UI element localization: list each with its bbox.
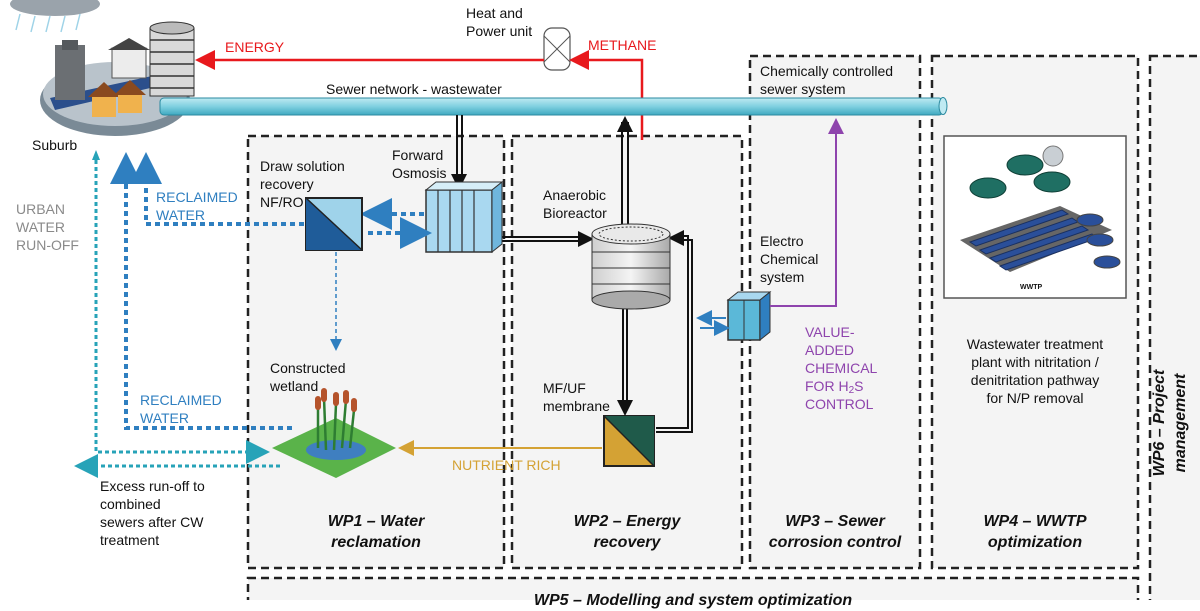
bioreactor-to-sewer-arrow	[621, 122, 629, 225]
wp6-title: WP6 – Project management	[1151, 369, 1189, 477]
excess-runoff-label: Excess run-off to combined sewers after …	[100, 478, 205, 548]
sewer-pipe	[159, 97, 944, 116]
reclaimed-water-top-label: RECLAIMED WATER	[156, 189, 238, 223]
value-added-chemical-line	[770, 118, 844, 307]
wp5-box	[246, 576, 1140, 600]
anaerobic-bioreactor-icon	[591, 223, 671, 310]
wastewater-to-fo-arrow	[456, 115, 463, 183]
rain-cloud-icon	[10, 0, 100, 33]
reclaimed-water-bottom-line	[110, 152, 292, 430]
forward-osmosis-module-icon	[424, 180, 504, 254]
mfuf-membrane-icon	[603, 415, 655, 467]
wp4-box	[930, 54, 1140, 570]
value-added-chemical-label: VALUE- ADDED CHEMICAL FOR H2S CONTROL	[805, 324, 878, 412]
wp4-title: WP4 – WWTP optimization	[983, 513, 1087, 551]
wp3-title: WP3 – Sewer corrosion control	[768, 513, 902, 551]
nutrient-rich-label: NUTRIENT RICH	[452, 457, 561, 473]
wwtp-icon	[943, 135, 1127, 299]
wwtp-icon-label: WWTP	[1020, 284, 1043, 291]
constructed-wetland-icon	[272, 388, 396, 478]
electrochemical-system-icon	[726, 290, 772, 342]
forward-osmosis-label: Forward Osmosis	[392, 147, 447, 181]
fo-to-bioreactor-arrow	[492, 236, 588, 242]
reclaimed-water-bottom-label: RECLAIMED WATER	[140, 392, 222, 426]
draw-solution-label: Draw solution recovery NF/RO	[260, 158, 345, 210]
urban-runoff-label: URBAN WATER RUN-OFF	[16, 201, 79, 253]
constructed-wetland-label: Constructed wetland	[270, 360, 346, 394]
reclaimed-water-top-line	[130, 152, 304, 226]
suburb-icon	[40, 21, 195, 136]
anaerobic-bioreactor-label: Anaerobic Bioreactor	[543, 187, 607, 221]
wp1-title: WP1 – Water reclamation	[327, 513, 425, 551]
bioreactor-to-mfuf-arrow	[622, 305, 628, 408]
suburb-label: Suburb	[32, 137, 78, 153]
wwtp-description: Wastewater treatment plant with nitritat…	[966, 336, 1104, 406]
wp6-box	[1148, 54, 1200, 600]
energy-label: ENERGY	[225, 39, 285, 55]
chemically-controlled-sewer-label: Chemically controlled sewer system	[760, 63, 894, 97]
wp2-title: WP2 – Energy recovery	[573, 513, 681, 551]
sewer-network-label: Sewer network - wastewater	[326, 81, 502, 97]
methane-label: METHANE	[588, 37, 657, 53]
heat-power-unit-icon	[543, 27, 571, 71]
heat-power-unit-label: Heat and Power unit	[466, 5, 533, 39]
wp5-title: WP5 – Modelling and system optimization	[533, 592, 853, 609]
electrochemical-system-label: Electro Chemical system	[760, 233, 819, 285]
mfuf-membrane-label: MF/UF membrane	[543, 380, 610, 414]
nfro-unit-icon	[305, 197, 363, 251]
